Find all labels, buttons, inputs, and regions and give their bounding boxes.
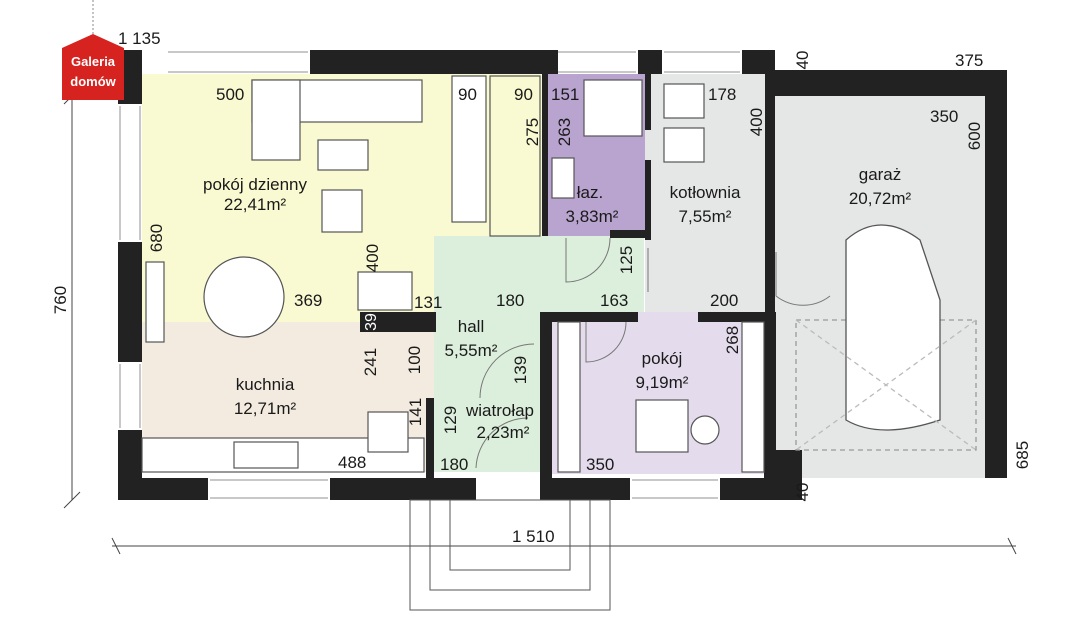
dim-90a: 90 — [458, 85, 477, 104]
dim-163: 163 — [600, 291, 628, 310]
dim-125: 125 — [617, 246, 636, 274]
dim-268: 268 — [723, 326, 742, 354]
dim-488: 488 — [338, 453, 366, 472]
dim-40-bottom: 40 — [793, 483, 812, 502]
stairs — [489, 75, 541, 237]
room-name-garage: garaż — [859, 165, 902, 184]
room-area-kitchen: 12,71m² — [234, 399, 297, 418]
dim-151: 151 — [551, 85, 579, 104]
dim-369: 369 — [294, 291, 322, 310]
logo-line1: Galeria — [71, 54, 116, 69]
cooktop — [367, 411, 409, 453]
doors — [475, 237, 831, 469]
armchair — [321, 189, 363, 233]
cabinet-right — [741, 321, 765, 473]
room-name-bathroom: łaz. — [577, 183, 603, 202]
garage-car — [795, 224, 977, 451]
room-name-living: pokój dzienny — [203, 175, 307, 194]
dim-400-fire: 400 — [363, 244, 382, 272]
dining-table — [203, 256, 285, 338]
dim-left-total: 760 — [51, 286, 70, 314]
room-area-garage: 20,72m² — [849, 189, 912, 208]
room-area-vestibule: 2,23m² — [477, 423, 530, 442]
sink — [233, 441, 299, 469]
coffee-table — [317, 139, 369, 171]
room-fill-hall — [434, 236, 644, 322]
dim-200: 200 — [710, 291, 738, 310]
room-area-room: 9,19m² — [636, 373, 689, 392]
dim-39: 39 — [363, 313, 380, 331]
dim-40-top: 40 — [793, 51, 812, 70]
room-area-hall: 5,55m² — [445, 341, 498, 360]
furniture — [141, 75, 765, 473]
room-name-room: pokój — [642, 349, 683, 368]
dim-500: 500 — [216, 85, 244, 104]
room-labels: pokój dzienny 22,41m² kuchnia 12,71m² ha… — [203, 165, 911, 442]
logo-line2: domów — [70, 74, 116, 89]
shower — [583, 79, 643, 137]
dim-350-room: 350 — [586, 455, 614, 474]
fireplace — [357, 271, 413, 311]
dim-bottom-total: 1 510 — [512, 527, 555, 546]
dim-241: 241 — [361, 348, 380, 376]
dim-180-hall: 180 — [496, 291, 524, 310]
room-name-kitchen: kuchnia — [236, 375, 295, 394]
dim-90b: 90 — [514, 85, 533, 104]
room-area-bathroom: 3,83m² — [566, 207, 619, 226]
dim-180-vest: 180 — [440, 455, 468, 474]
room-name-hall: hall — [458, 317, 484, 336]
cabinet-left — [557, 321, 581, 473]
dim-600: 600 — [965, 122, 984, 150]
room-name-vestibule: wiatrołap — [465, 401, 534, 420]
dim-right-total: 685 — [1013, 441, 1032, 469]
dim-100: 100 — [405, 346, 424, 374]
dim-141: 141 — [406, 398, 425, 426]
entrance-steps — [409, 499, 611, 611]
dim-178: 178 — [708, 85, 736, 104]
galeria-domow-logo: Galeria domów — [62, 0, 124, 100]
room-area-living: 22,41m² — [224, 195, 287, 214]
boiler-unit — [663, 83, 705, 119]
dim-129: 129 — [441, 406, 460, 434]
boiler-unit-2 — [663, 127, 705, 163]
windows — [119, 51, 740, 499]
room-fill-hall-lower — [434, 322, 542, 472]
dim-400-boiler: 400 — [747, 108, 766, 136]
walls — [118, 50, 1007, 500]
dim-131: 131 — [414, 293, 442, 312]
dim-350-garage: 350 — [930, 107, 958, 126]
dim-263: 263 — [555, 118, 574, 146]
dim-top-left: 1 135 — [118, 29, 161, 48]
washbasin — [551, 157, 575, 199]
room-name-boiler: kotłownia — [670, 183, 741, 202]
wardrobe — [451, 75, 487, 223]
dim-139: 139 — [511, 356, 530, 384]
room-area-boiler: 7,55m² — [679, 207, 732, 226]
chair — [690, 415, 720, 445]
dim-top-right: 375 — [955, 51, 983, 70]
desk — [635, 399, 689, 453]
dim-275: 275 — [523, 118, 542, 146]
dim-680: 680 — [147, 224, 166, 252]
dimension-labels: 1 135 375 1 510 760 685 500 90 90 151 26… — [51, 29, 1032, 546]
